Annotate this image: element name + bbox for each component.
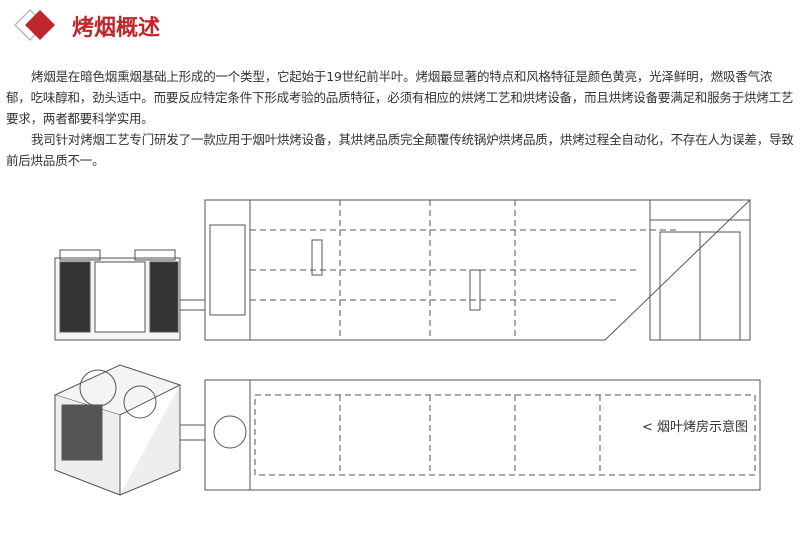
duct-bottom [180, 424, 205, 441]
section-header [10, 8, 70, 42]
company-paragraph: 我司针对烤烟工艺专门研发了一款应用于烟叶烘烤设备，其烘烤品质完全颠覆传统锅炉烘烤… [6, 132, 794, 168]
barn-side-view [204, 199, 752, 341]
diagram-caption: < 烟叶烤房示意图 [642, 420, 749, 435]
barn-door [649, 199, 751, 341]
heat-pump-unit-top [54, 249, 181, 341]
intro-paragraph: 烤烟是在暗色烟熏烟基础上形成的一个类型，它起始于19世纪前半叶。烤烟最显著的特点… [6, 69, 794, 126]
diamond-icon [13, 8, 55, 42]
page-title: 烤烟概述 [72, 16, 161, 41]
barn-top-view [204, 379, 761, 491]
heat-pump-unit-bottom [53, 364, 182, 496]
duct-top [180, 299, 205, 311]
